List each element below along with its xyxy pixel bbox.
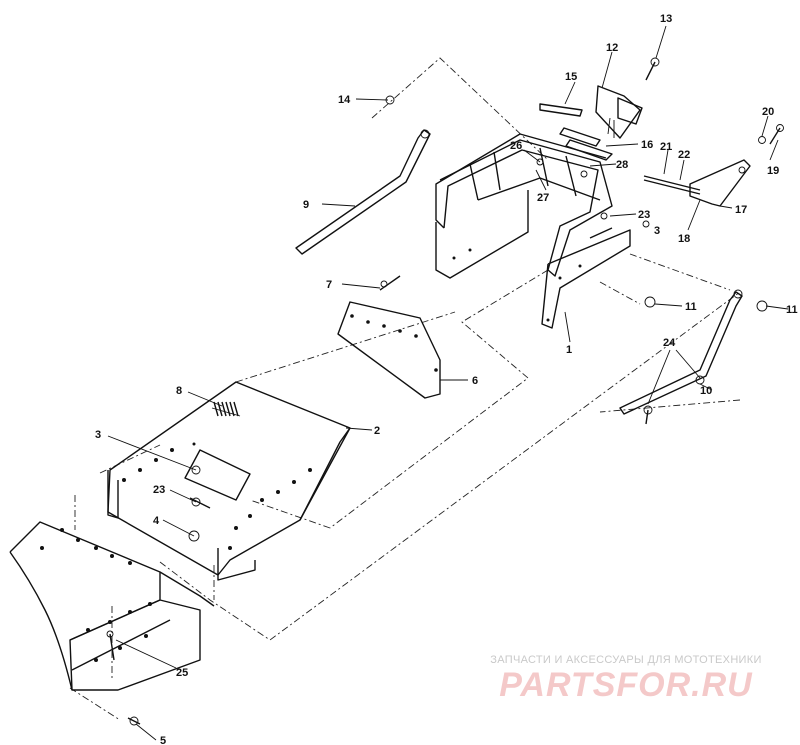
callout-1: 1 [566,344,572,356]
callout-27: 27 [537,192,549,204]
callout-20: 20 [762,106,774,118]
callout-3-mount: 3 [95,429,101,441]
hardware [106,57,784,726]
callout-7: 7 [326,279,332,291]
callout-10: 10 [700,385,712,397]
watermark: ЗАПЧАСТИ И АКСЕССУАРЫ ДЛЯ МОТОТЕХНИКИ PA… [466,654,786,705]
tunnel-section [9,521,215,691]
callout-11-side: 11 [786,304,798,316]
assembly-guide-lines [69,57,741,721]
side-bracket [643,159,751,207]
callout-16: 16 [641,139,653,151]
leader-lines [107,25,789,741]
mount-plate [107,381,351,581]
callout-5: 5 [160,735,166,745]
callout-15: 15 [565,71,577,83]
callout-23-rack: 23 [638,209,650,221]
watermark-subtitle: ЗАПЧАСТИ И АКСЕССУАРЫ ДЛЯ МОТОТЕХНИКИ [490,654,762,666]
callout-8: 8 [176,385,182,397]
callout-17: 17 [735,204,747,216]
callout-12: 12 [606,42,618,54]
callout-13: 13 [660,13,672,25]
callout-26: 26 [510,140,522,152]
callout-labels: 1 2 3 3 4 5 6 7 8 9 10 11 11 12 13 14 15… [95,13,798,745]
grab-bar [295,129,431,255]
callout-24: 24 [663,337,676,349]
callout-9: 9 [303,199,309,211]
callout-18: 18 [678,233,690,245]
side-bar [619,289,743,415]
callout-14: 14 [338,94,351,106]
callout-19: 19 [767,165,779,177]
callout-2: 2 [374,425,380,437]
callout-4: 4 [153,515,160,527]
callout-21: 21 [660,141,672,153]
callout-3-rack: 3 [654,225,660,237]
callout-25: 25 [176,667,188,679]
callout-23-mount: 23 [153,484,165,496]
rear-rack [435,133,631,329]
spring-part [211,401,241,417]
callout-11-rack: 11 [685,301,697,313]
tail-light [539,85,643,161]
flap-part [337,301,441,399]
callout-28: 28 [616,159,628,171]
callout-6: 6 [472,375,478,387]
callout-22: 22 [678,149,690,161]
watermark-brand-logo: PARTSFOR.RU [499,666,753,704]
